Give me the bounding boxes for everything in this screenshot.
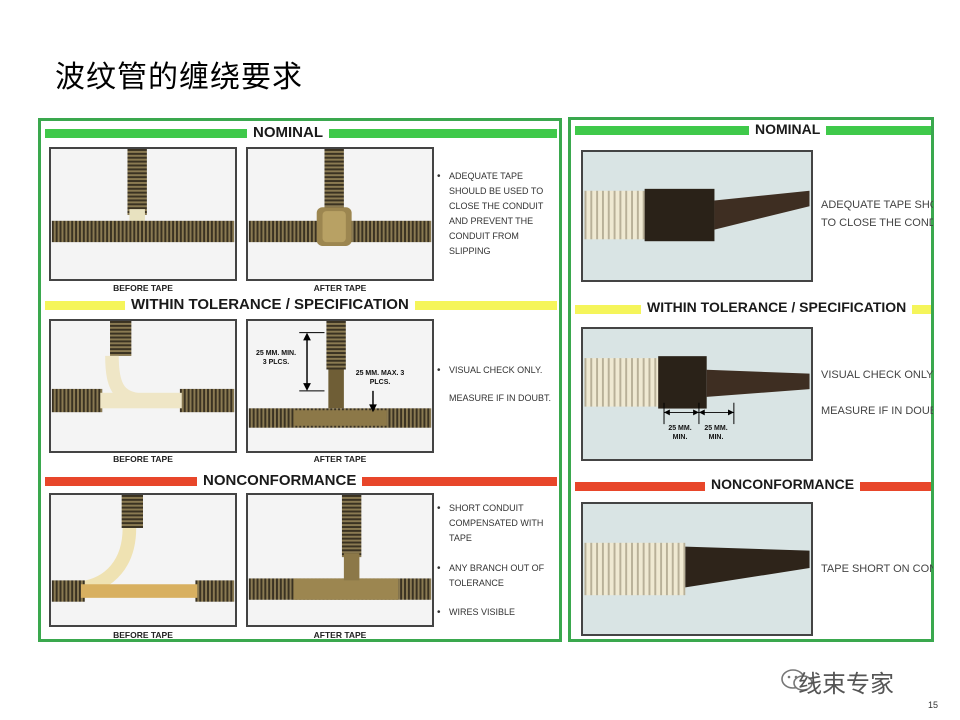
nominal-before-photo xyxy=(49,147,237,281)
watermark-text: 线束专家 xyxy=(798,670,894,698)
nonconformance-note-2: •ANY BRANCH OUT OF TOLERANCE xyxy=(437,563,545,588)
nominal-note: •ADEQUATE TAPE SHOULD BE USED TO CLOSE T… xyxy=(437,171,544,256)
page-number: 15 xyxy=(928,700,939,710)
nominal-label: NOMINAL xyxy=(247,124,329,141)
page-title: 波纹管的缠绕要求 xyxy=(55,60,303,95)
tolerance-after-photo xyxy=(246,319,434,453)
right-nominal-note-1: ADEQUATE TAPE SHO xyxy=(821,199,933,211)
right-tolerance-label: WITHIN TOLERANCE / SPECIFICATION xyxy=(641,299,913,315)
tolerance-before-caption: BEFORE TAPE xyxy=(113,454,173,464)
tolerance-dim-right: 25 MM. MAX. 3 PLCS. xyxy=(355,370,405,386)
tolerance-label: WITHIN TOLERANCE / SPECIFICATION xyxy=(125,296,415,313)
nonconformance-note-3: •WIRES VISIBLE xyxy=(437,607,516,618)
tolerance-note-2: MEASURE IF IN DOUBT. xyxy=(449,393,552,403)
nonconformance-before-caption: BEFORE TAPE xyxy=(113,630,173,640)
nonconformance-after-photo xyxy=(246,493,434,627)
right-tolerance-note-2: MEASURE IF IN DOUBT xyxy=(821,405,933,417)
tolerance-dim-left: 25 MM. MIN. 3 PLCS. xyxy=(255,350,297,366)
nonconformance-label: NONCONFORMANCE xyxy=(197,472,363,489)
left-spec-panel: NOMINAL BEFORE TAPE AFTER TAPE xyxy=(38,118,562,642)
tolerance-note-1: •VISUAL CHECK ONLY. xyxy=(437,365,543,376)
right-spec-panel: NOMINAL ADEQUATE TAPE SHO TO CLOSE THE C… xyxy=(568,117,934,642)
nominal-after-caption: AFTER TAPE xyxy=(313,283,367,293)
wechat-icon xyxy=(781,669,813,691)
right-nonconformance-label: NONCONFORMANCE xyxy=(705,476,861,492)
right-nominal-note-2: TO CLOSE THE CONDU xyxy=(821,217,933,229)
nonconformance-note-1: •SHORT CONDUIT COMPENSATED WITH TAPE xyxy=(437,503,544,543)
tolerance-after-caption: AFTER TAPE xyxy=(313,454,367,464)
right-tolerance-photo xyxy=(581,327,813,461)
nonconformance-after-caption: AFTER TAPE xyxy=(313,630,367,640)
right-nonconformance-photo xyxy=(581,502,813,636)
nominal-after-photo xyxy=(246,147,434,281)
right-nominal-label: NOMINAL xyxy=(749,121,827,137)
nominal-before-caption: BEFORE TAPE xyxy=(113,283,173,293)
right-dim-2: 25 MM. MIN. xyxy=(704,425,728,441)
right-dim-1: 25 MM. MIN. xyxy=(668,425,692,441)
tolerance-before-photo xyxy=(49,319,237,453)
right-tolerance-note-1: VISUAL CHECK ONLY xyxy=(821,369,933,381)
nonconformance-before-photo xyxy=(49,493,237,627)
right-nominal-photo xyxy=(581,150,813,282)
right-nonconformance-note: TAPE SHORT ON CONDU xyxy=(821,563,933,575)
